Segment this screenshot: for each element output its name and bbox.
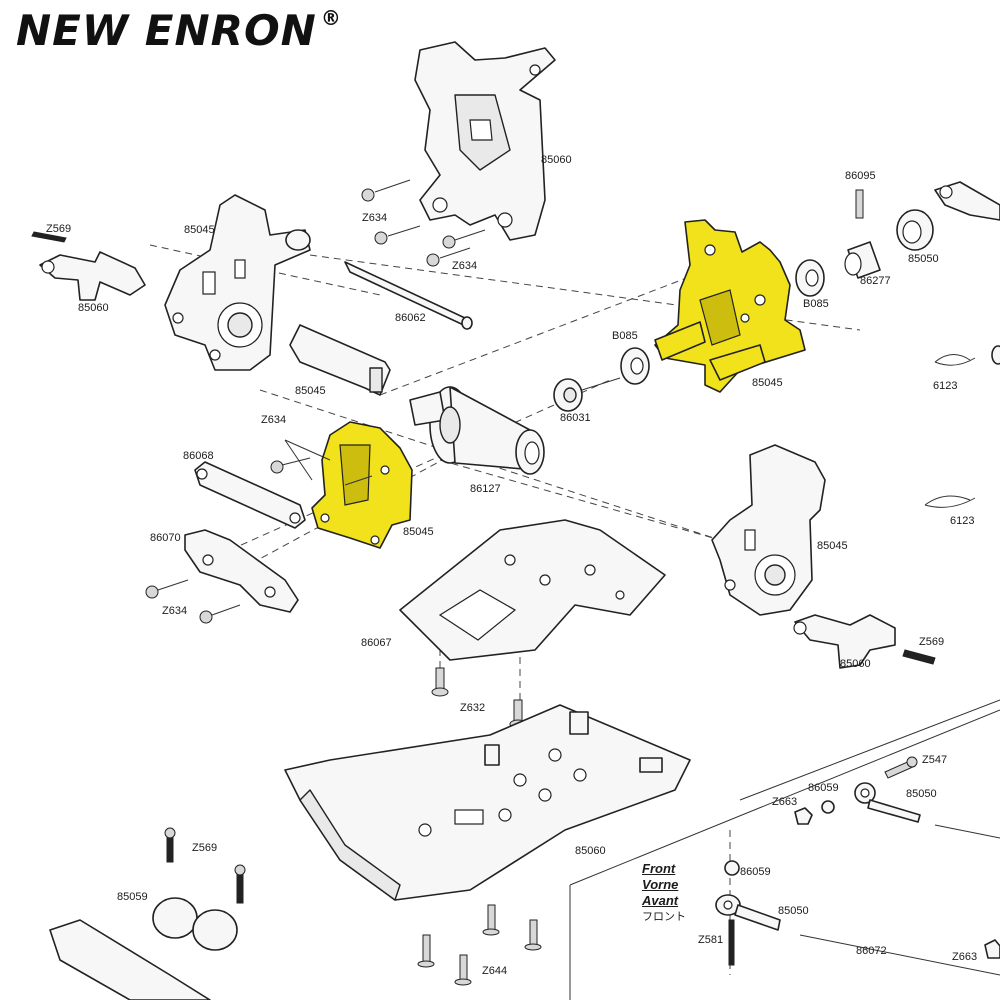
part-label: 85059 — [117, 891, 148, 903]
screws-z634-mid — [270, 439, 373, 486]
link-86068 — [194, 461, 306, 529]
part-label: 85045 — [817, 540, 848, 552]
part-label: Z569 — [192, 842, 218, 854]
cup-85050-top — [896, 209, 934, 251]
part-label: 85060 — [541, 154, 572, 166]
part-label: 85045 — [295, 385, 326, 397]
skid-plate-85060 — [284, 704, 691, 901]
front-note-fr: Avant — [642, 893, 679, 908]
part-label: Z663 — [772, 796, 798, 808]
front-note-en: Front — [642, 861, 676, 876]
screws-z632 — [431, 667, 527, 729]
part-label: Z547 — [922, 754, 948, 766]
part-label: Z634 — [162, 605, 188, 617]
part-label: 85060 — [840, 658, 871, 670]
part-label: 85045 — [403, 526, 434, 538]
part-label: 86277 — [860, 275, 891, 287]
front-note-jp: フロント — [642, 910, 686, 923]
nut-z663-b — [984, 939, 1000, 959]
screws-z634-top — [361, 179, 486, 267]
brand-logo: NEW ENRON® — [16, 6, 342, 55]
part-label: 85045 — [752, 377, 783, 389]
part-label: Z569 — [46, 223, 72, 235]
steering-link-85050 — [854, 782, 1000, 839]
part-label: 85050 — [908, 253, 939, 265]
part-label: Z569 — [919, 636, 945, 648]
screw-z581 — [728, 919, 735, 966]
screws-z644 — [417, 904, 542, 986]
turnbuckle-86072 — [799, 934, 1000, 976]
part-label: Z632 — [460, 702, 486, 714]
knuckle-85060-right — [793, 614, 936, 669]
part-label: Z634 — [452, 260, 478, 272]
outdrive-86277 — [844, 241, 881, 279]
part-label: B085 — [612, 330, 638, 342]
mount-85045-mid — [289, 324, 391, 396]
part-label: 85060 — [575, 845, 606, 857]
differential-86127 — [409, 386, 545, 475]
part-label: 85045 — [184, 224, 215, 236]
clip-6123-b — [924, 495, 976, 508]
part-label: 6123 — [933, 380, 958, 392]
brand-name: NEW ENRON — [16, 6, 317, 55]
gearbox-housing-85045-highlighted — [654, 219, 806, 393]
bearing-b085-left — [620, 347, 650, 385]
part-label: 86059 — [808, 782, 839, 794]
part-label: 85050 — [906, 788, 937, 800]
bumper-lower-left — [49, 919, 211, 1000]
pinion-86031 — [553, 377, 621, 412]
part-label: Z634 — [362, 212, 388, 224]
part-label: 86072 — [856, 945, 887, 957]
screws-z634-low — [145, 579, 241, 624]
part-label: Z634 — [261, 414, 287, 426]
arm-top-right — [934, 181, 1000, 221]
front-panel-outline — [569, 699, 1000, 1000]
part-label: Z581 — [698, 934, 724, 946]
screw-z547 — [884, 756, 918, 779]
part-label: 86070 — [150, 532, 181, 544]
part-label: 86127 — [470, 483, 501, 495]
part-label: Z644 — [482, 965, 508, 977]
ball-86059-b — [724, 860, 740, 876]
part-label: 86062 — [395, 312, 426, 324]
brand-registered-mark: ® — [320, 6, 342, 30]
bulkhead-85045-right — [711, 444, 826, 616]
nut-z663-a — [794, 807, 813, 825]
steering-link-85050-low — [715, 894, 781, 931]
chassis-plate-86067 — [399, 519, 666, 661]
front-note-de: Vorne — [642, 877, 679, 892]
part-label: 86068 — [183, 450, 214, 462]
part-label: 6123 — [950, 515, 975, 527]
part-label: Z663 — [952, 951, 978, 963]
part-label: 86059 — [740, 866, 771, 878]
bulkhead-85045-left — [164, 194, 311, 371]
shaft-86062 — [344, 261, 473, 330]
part-label: 85060 — [78, 302, 109, 314]
bearing-b085-right — [795, 259, 825, 297]
part-label: 85050 — [778, 905, 809, 917]
knuckle-85060-left — [31, 231, 146, 301]
clip-6123-a — [934, 345, 1000, 366]
bulkhead-85060-top — [414, 41, 556, 241]
part-label: 86067 — [361, 637, 392, 649]
bushings-85059 — [152, 897, 238, 951]
pin-86095 — [855, 189, 864, 219]
plate-86070 — [184, 529, 299, 613]
diff-cover-85045-highlighted — [311, 421, 413, 549]
part-label: 86031 — [560, 412, 591, 424]
part-label: 86095 — [845, 170, 876, 182]
screws-z569-low — [164, 827, 246, 904]
front-direction-note: Front Vorne Avant フロント — [642, 861, 686, 925]
part-label: B085 — [803, 298, 829, 310]
ball-86059-a — [821, 800, 835, 814]
